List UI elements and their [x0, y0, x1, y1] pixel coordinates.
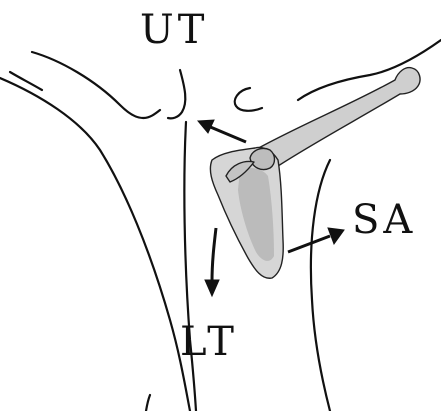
arrow-sa-head	[328, 228, 344, 244]
arrow-sa-shaft	[288, 236, 330, 252]
right-neck-upper	[298, 40, 441, 100]
humeral-head	[250, 148, 275, 169]
arrow-lt-head	[205, 280, 219, 296]
arrow-lt-shaft	[212, 228, 216, 282]
spine-line	[184, 122, 196, 411]
upper-left-shoulder-line	[32, 52, 160, 118]
left-upper-trap-line	[10, 72, 42, 90]
label-serratus-anterior: SA	[352, 200, 416, 240]
left-shoulder-contour	[0, 78, 190, 411]
left-back-line	[146, 395, 150, 411]
label-upper-trapezius: UT	[140, 10, 208, 50]
right-shoulder-top	[235, 88, 262, 111]
right-back-contour	[311, 160, 330, 411]
scapula-humerus	[210, 68, 420, 279]
arrow-up-shaft	[208, 126, 246, 142]
neck-right-contour	[168, 70, 185, 118]
label-lower-trapezius: LT	[180, 322, 238, 362]
